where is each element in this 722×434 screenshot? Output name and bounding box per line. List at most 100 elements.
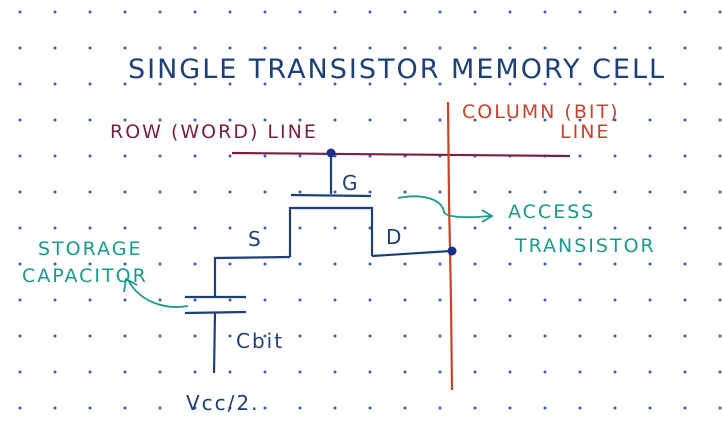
grid-dot — [53, 190, 57, 194]
grid-dot — [613, 298, 617, 302]
grid-dot — [718, 298, 722, 302]
grid-dot — [578, 118, 582, 122]
gate-label: G — [342, 171, 360, 195]
storage-capacitor-label: STORAGE — [38, 238, 142, 260]
grid-dot — [53, 298, 57, 302]
grid-dot — [263, 370, 267, 374]
access-transistor-symbol — [184, 153, 452, 374]
grid-dot — [438, 406, 442, 410]
grid-dot — [368, 118, 372, 122]
grid-dot — [718, 10, 722, 14]
grid-dot — [368, 82, 372, 86]
grid-dot — [578, 370, 582, 374]
grid-dot — [368, 46, 372, 50]
grid-dot — [53, 82, 57, 86]
grid-dot — [18, 406, 22, 410]
grid-dot — [508, 262, 512, 266]
grid-dot — [578, 334, 582, 338]
grid-dot — [613, 154, 617, 158]
grid-dot — [508, 298, 512, 302]
grid-dot — [578, 82, 582, 86]
grid-dot — [263, 46, 267, 50]
drain-label: D — [386, 225, 403, 249]
grid-dot — [18, 190, 22, 194]
grid-dot — [333, 406, 337, 410]
grid-dot — [473, 82, 477, 86]
grid-dot — [88, 262, 92, 266]
grid-dot — [473, 262, 477, 266]
grid-dot — [578, 226, 582, 230]
grid-dot — [298, 10, 302, 14]
grid-dot — [543, 46, 547, 50]
grid-dot — [158, 370, 162, 374]
grid-dot — [158, 46, 162, 50]
grid-dot — [158, 154, 162, 158]
grid-dot — [123, 154, 127, 158]
grid-dot — [718, 46, 722, 50]
grid-dot — [718, 262, 722, 266]
grid-dot — [333, 334, 337, 338]
grid-dot — [403, 262, 407, 266]
grid-dot — [158, 406, 162, 410]
grid-dot — [473, 10, 477, 14]
access-arrow-shaft — [397, 195, 491, 219]
grid-dot — [368, 298, 372, 302]
grid-dot — [403, 406, 407, 410]
grid-dot — [403, 334, 407, 338]
grid-dot — [88, 370, 92, 374]
grid-dot — [88, 334, 92, 338]
grid-dot — [53, 262, 57, 266]
grid-dot — [648, 82, 652, 86]
grid-dot — [508, 10, 512, 14]
capacitor-plate-bottom — [184, 310, 247, 315]
grid-dot — [683, 370, 687, 374]
grid-dot — [368, 10, 372, 14]
grid-dot — [683, 154, 687, 158]
grid-dot — [228, 82, 232, 86]
grid-dot — [228, 10, 232, 14]
grid-dot — [648, 190, 652, 194]
grid-dot — [123, 46, 127, 50]
grid-dot — [228, 262, 232, 266]
grid-dot — [648, 262, 652, 266]
dot-grid — [18, 10, 722, 410]
grid-dot — [18, 154, 22, 158]
grid-dot — [648, 334, 652, 338]
grid-dot — [648, 370, 652, 374]
grid-dot — [298, 118, 302, 122]
grid-dot — [123, 262, 127, 266]
grid-dot — [543, 10, 547, 14]
grid-dot — [368, 370, 372, 374]
grid-dot — [683, 334, 687, 338]
grid-dot — [53, 46, 57, 50]
grid-dot — [53, 154, 57, 158]
grid-dot — [438, 370, 442, 374]
grid-dot — [298, 46, 302, 50]
column-bit-line-label: COLUMN (BIT) — [462, 101, 619, 123]
grid-dot — [228, 190, 232, 194]
grid-dot — [263, 406, 267, 410]
grid-dot — [158, 226, 162, 230]
grid-dot — [578, 10, 582, 14]
grid-dot — [403, 118, 407, 122]
word-line-wire — [231, 151, 571, 158]
grid-dot — [613, 190, 617, 194]
grid-dot — [158, 334, 162, 338]
grid-dot — [718, 406, 722, 410]
grid-dot — [508, 226, 512, 230]
grid-dot — [403, 190, 407, 194]
grid-dot — [123, 118, 127, 122]
gate-plate — [290, 193, 372, 198]
grid-dot — [333, 190, 337, 194]
grid-dot — [613, 334, 617, 338]
grid-dot — [368, 262, 372, 266]
grid-dot — [508, 406, 512, 410]
grid-dot — [648, 298, 652, 302]
grid-dot — [263, 154, 267, 158]
grid-dot — [193, 370, 197, 374]
grid-dot — [298, 190, 302, 194]
grid-dot — [88, 82, 92, 86]
grid-dot — [18, 82, 22, 86]
grid-dot — [193, 82, 197, 86]
